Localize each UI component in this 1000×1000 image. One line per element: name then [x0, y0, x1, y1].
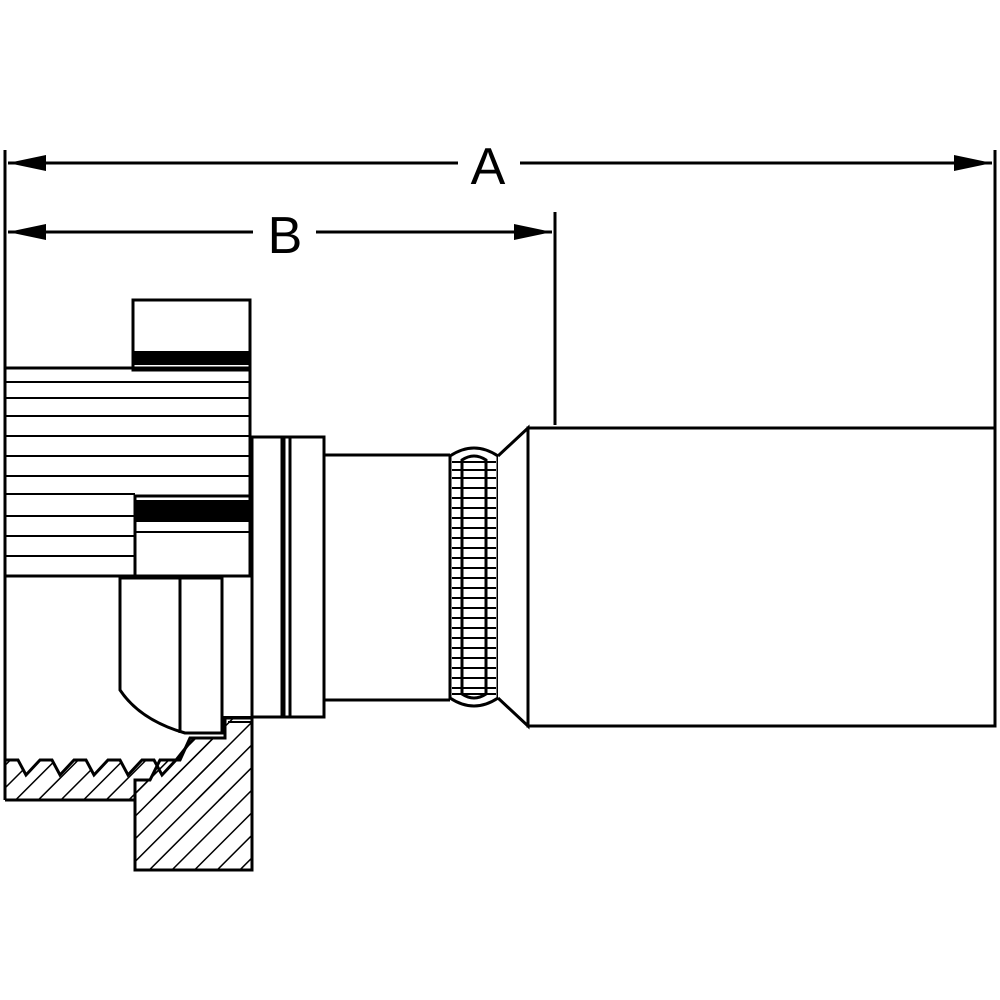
nut-top-flat [131, 298, 252, 372]
dimension-b: B [8, 207, 557, 425]
nut-body [3, 366, 252, 578]
nut-grooves [5, 381, 250, 557]
knurled-collar [448, 446, 500, 708]
ferrule-socket [496, 424, 997, 730]
knurl-pattern [452, 461, 496, 695]
arrowhead-b-right [514, 224, 552, 240]
nut-lower-step [133, 494, 252, 578]
hex-nut [3, 298, 252, 578]
nipple-shank [324, 453, 450, 702]
dimension-label-a: A [471, 138, 506, 196]
thread-hatch [5, 738, 225, 800]
arrowhead-a-left [8, 155, 46, 171]
arrowhead-a-right [954, 155, 992, 171]
socket-taper [496, 424, 530, 730]
nut-section [3, 716, 254, 872]
seat-cone [118, 576, 224, 735]
flange-left [250, 435, 284, 719]
nipple-seat [118, 576, 224, 735]
arrowhead-b-left [8, 224, 46, 240]
nipple-flange [222, 435, 326, 723]
socket-body [526, 426, 997, 728]
nut-top-band [133, 351, 250, 365]
dimension-label-b: B [268, 207, 303, 265]
nut-lower-band [135, 500, 250, 522]
